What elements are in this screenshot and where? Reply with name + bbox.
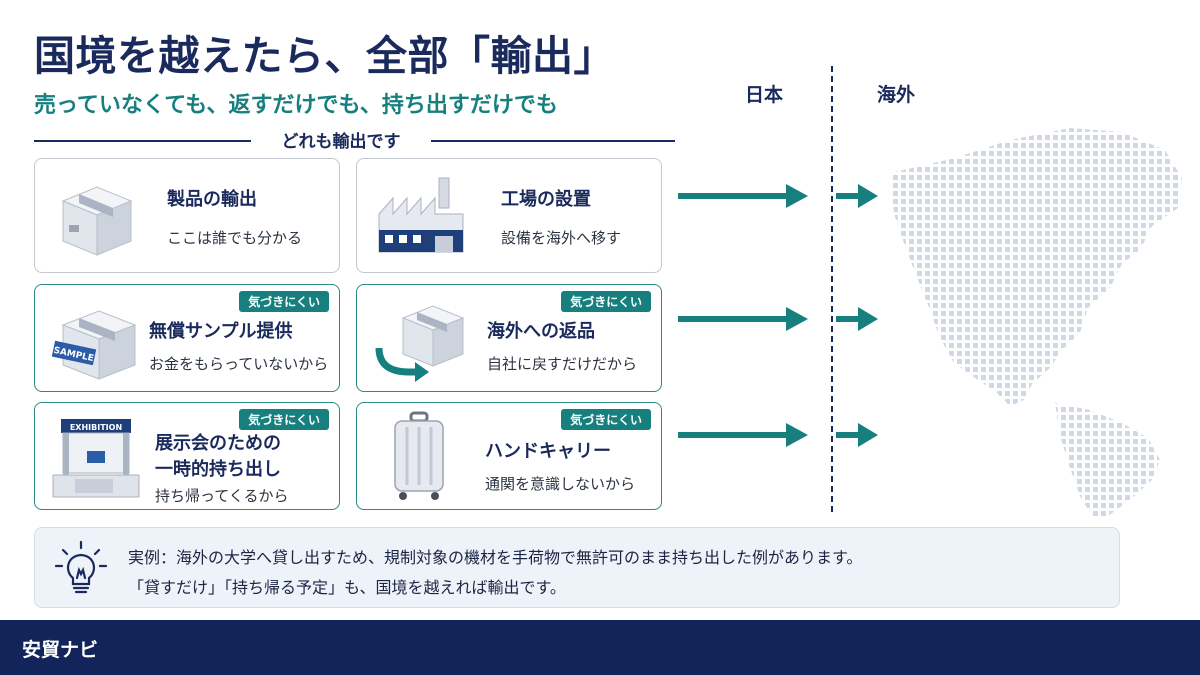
border-dashed-line [831, 66, 833, 512]
arrow-right-icon [678, 184, 808, 208]
arrow-right-icon [678, 423, 808, 447]
example-callout: 実例：海外の大学へ貸し出すため、規制対象の機材を手荷物で無許可のまま持ち出した例… [34, 527, 1120, 608]
card-free-sample: 気づきにくい SAMPLE 無償サンプル提供 お金をもらっていないから [34, 284, 340, 392]
divider-left [34, 140, 251, 142]
card-overseas-return: 気づきにくい 海外への返品 自社に戻すだけだから [356, 284, 662, 392]
exhibition-label-text: EXHIBITION [70, 423, 122, 432]
card-title: 無償サンプル提供 [149, 321, 293, 342]
card-title: 展示会のための [155, 433, 281, 454]
card-title: 工場の設置 [501, 189, 591, 210]
divider-right [431, 140, 675, 142]
world-map-icon [890, 128, 1182, 516]
example-conclusion: 「貸すだけ」「持ち帰る予定」も、国境を越えれば輸出です。 [128, 578, 566, 597]
card-subtitle: 持ち帰ってくるから [155, 487, 289, 505]
arrow-right-icon [836, 184, 878, 208]
hard-to-notice-badge: 気づきにくい [239, 291, 329, 312]
card-product-export: 製品の輸出 ここは誰でも分かる [34, 158, 340, 273]
card-hand-carry: 気づきにくい ハンドキャリー 通関を意識しないから [356, 402, 662, 510]
box-icon [61, 186, 133, 256]
hard-to-notice-badge: 気づきにくい [239, 409, 329, 430]
page-subtitle: 売っていなくても、返すだけでも、持ち出すだけでも [34, 93, 558, 118]
card-title: 一時的持ち出し [155, 459, 281, 480]
divider-label: どれも輸出です [281, 132, 401, 152]
example-text: 実例：海外の大学へ貸し出すため、規制対象の機材を手荷物で無許可のまま持ち出した例… [128, 548, 863, 567]
factory-icon [378, 177, 464, 253]
card-subtitle: お金をもらっていないから [149, 355, 329, 373]
arrow-right-icon [678, 307, 808, 331]
suitcase-icon [394, 411, 444, 500]
footer-bar: 安貿ナビ [0, 620, 1200, 675]
card-subtitle: 設備を海外へ移す [501, 229, 622, 247]
card-title: ハンドキャリー [485, 441, 611, 462]
hard-to-notice-badge: 気づきにくい [561, 291, 651, 312]
card-exhibition-temporary: 気づきにくい EXHIBITION 展示会のための 一時的持ち出し 持ち帰ってく… [34, 402, 340, 510]
exhibition-booth-icon: EXHIBITION [52, 419, 140, 498]
card-subtitle: ここは誰でも分かる [167, 229, 303, 247]
sample-box-icon: SAMPLE [51, 310, 137, 380]
brand-logo-text: 安貿ナビ [22, 639, 99, 661]
card-subtitle: 通関を意識しないから [485, 475, 636, 493]
region-label-japan: 日本 [745, 84, 784, 106]
lightbulb-icon [54, 540, 108, 594]
return-box-icon [375, 305, 465, 382]
hard-to-notice-badge: 気づきにくい [561, 409, 651, 430]
card-title: 海外への返品 [487, 321, 595, 342]
arrow-right-icon [836, 423, 878, 447]
card-subtitle: 自社に戻すだけだから [487, 355, 638, 373]
region-label-overseas: 海外 [877, 84, 916, 106]
page-title: 国境を越えたら、全部「輸出」 [34, 32, 615, 80]
card-factory-setup: 工場の設置 設備を海外へ移す [356, 158, 662, 273]
card-title: 製品の輸出 [167, 189, 257, 210]
arrow-right-icon [836, 307, 878, 331]
